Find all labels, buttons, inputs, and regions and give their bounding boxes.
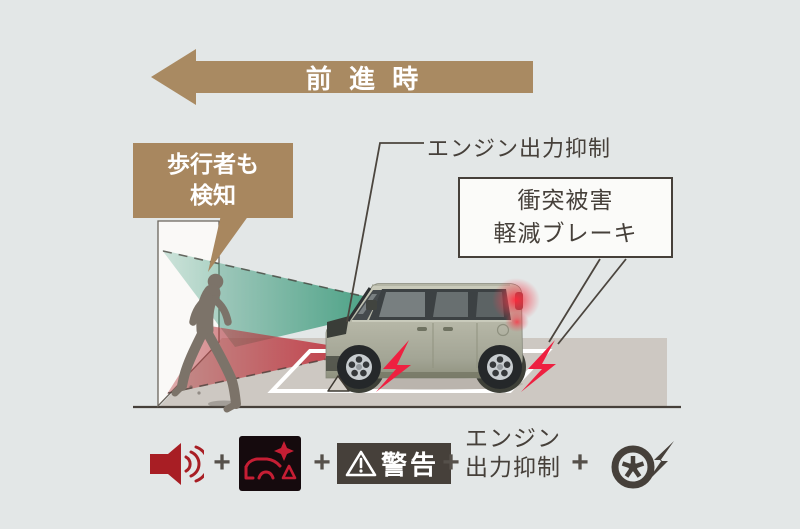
plus-sign-4: +: [571, 446, 589, 479]
engine-seq-line2: 出力抑制: [465, 454, 561, 480]
plus-sign-1: +: [213, 446, 231, 479]
collision-brake-box: 衝突被害 軽減ブレーキ: [458, 177, 673, 258]
brake-lamp-glow-small: [505, 312, 529, 332]
cone-upper-dashed-edge: [162, 250, 403, 306]
callout-line2: 検知: [190, 182, 236, 208]
brake-box-line2: 軽減ブレーキ: [493, 220, 638, 246]
pedestrian-silhouette: [171, 273, 241, 413]
collision-warning-lamp-icon: [239, 436, 301, 491]
engine-output-label: エンジン出力抑制: [427, 136, 612, 161]
engine-output-sequence-text: エンジン 出力抑制: [457, 424, 569, 482]
plus-sign-3: +: [442, 446, 460, 479]
alarm-speaker-icon: [150, 443, 204, 485]
brake-bolt-rear: [521, 340, 556, 392]
arrow-head: [151, 49, 196, 105]
warning-triangle-icon: [345, 450, 377, 477]
pedestrian-detection-callout: 歩行者も 検知: [133, 143, 293, 218]
warning-badge: 警告: [337, 443, 452, 484]
warning-badge-label: 警告: [381, 450, 440, 480]
impact-star: [274, 441, 294, 461]
callout-tail: [208, 215, 249, 272]
rear-wheel: [478, 345, 522, 389]
wheel-with-bolt-icon: [611, 441, 674, 489]
pedestrian-detection-cone: [162, 250, 408, 347]
brake-bolt-front: [376, 340, 411, 392]
brake-box-leader-lines: [548, 258, 627, 345]
car-illustration: [325, 283, 526, 393]
callout-line1: 歩行者も: [167, 151, 259, 177]
arrow-label: 前 進 時: [305, 63, 424, 94]
engine-seq-line1: エンジン: [465, 425, 561, 451]
engine-label-leader-line: [346, 142, 424, 323]
brake-lamp-glow: [492, 278, 540, 322]
brake-box-line1: 衝突被害: [517, 187, 614, 213]
forward-direction-arrow: 前 進 時: [196, 61, 533, 94]
wheel-chock: [327, 375, 350, 392]
front-wheel: [337, 345, 381, 389]
plus-sign-2: +: [313, 446, 331, 479]
